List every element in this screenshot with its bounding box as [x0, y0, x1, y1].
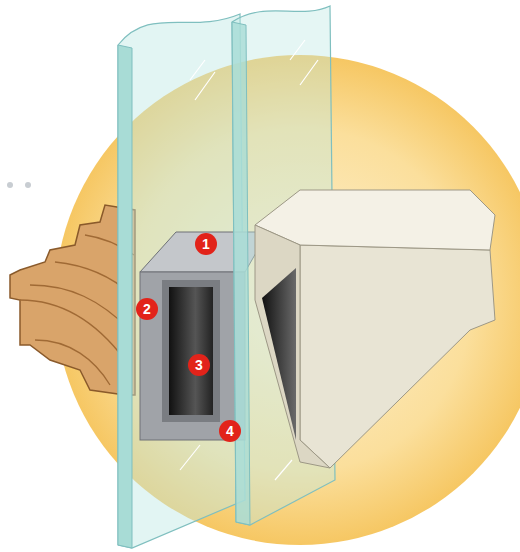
left-glass-pane: [118, 14, 245, 548]
glass-face: [118, 14, 245, 548]
spacer-rim: [162, 280, 220, 422]
wood-profile: [10, 205, 135, 395]
callout-number: 2: [136, 298, 158, 320]
spacer-cavity: [169, 287, 213, 415]
wood-frame: [10, 205, 135, 395]
callout-number: 4: [219, 420, 241, 442]
callout-number: 1: [195, 233, 217, 255]
spacer-front: [140, 272, 245, 440]
bead-end: [255, 225, 330, 468]
glazing-bead: [255, 190, 495, 468]
bead-cavity: [262, 268, 296, 440]
wood-grain: [20, 235, 134, 385]
bead-side: [300, 245, 495, 468]
callout-number: 3: [188, 354, 210, 376]
glass-edge: [232, 22, 250, 525]
glass-edge: [118, 45, 132, 548]
dot: [7, 182, 13, 188]
dot: [25, 182, 31, 188]
